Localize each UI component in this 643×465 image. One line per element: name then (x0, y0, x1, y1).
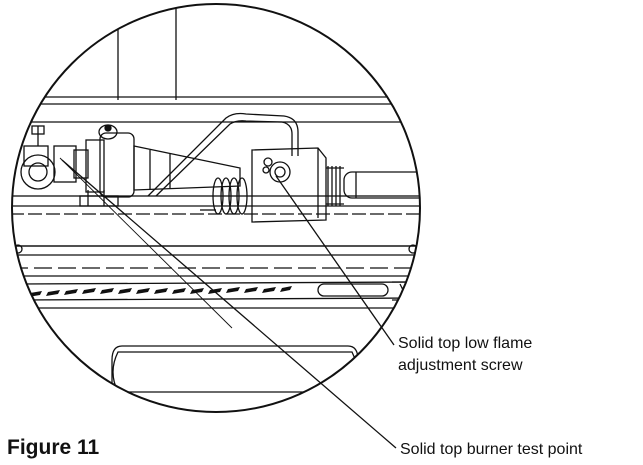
spring-coil (212, 177, 248, 215)
low-flame-callout: Solid top low flame adjustment screw (398, 333, 532, 377)
leader-line-low-flame (275, 175, 395, 346)
low-flame-screw (269, 161, 291, 183)
oven-handle (112, 351, 358, 393)
test-point-callout: Solid top burner test point (400, 441, 583, 458)
leader-line-test-point (61, 159, 397, 449)
burner-chassis (12, 195, 420, 247)
vent-latch (317, 283, 389, 297)
right-gas-pipe (343, 171, 420, 199)
valve-body (251, 147, 327, 223)
vent-slots (28, 286, 292, 297)
leader-line-test-point-2 (59, 157, 233, 329)
low-flame-callout-line1: Solid top low flame (398, 335, 533, 352)
valve-elbow (20, 154, 56, 190)
detail-view-circle (11, 3, 421, 413)
threaded-coupling (326, 166, 344, 206)
burner-assembly (12, 4, 420, 399)
burner-tube (99, 132, 135, 198)
figure-caption: Figure 11 (7, 436, 100, 459)
gas-supply-tube (147, 112, 299, 197)
valve-fitting (53, 145, 77, 183)
low-flame-callout-line2: adjustment screw (398, 357, 523, 374)
